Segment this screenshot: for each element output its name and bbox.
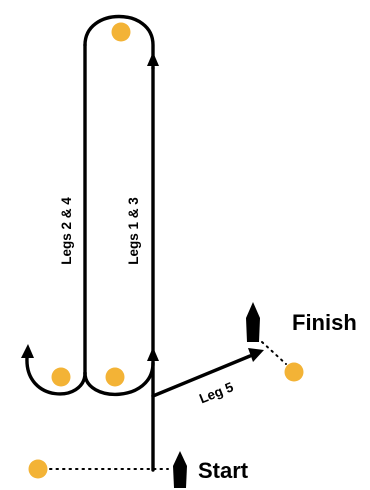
windward-mark-icon <box>111 22 131 42</box>
finish-line <box>261 341 287 365</box>
arrow-up-icon <box>147 347 159 361</box>
route-windward-rounding <box>83 14 155 70</box>
arrowheads <box>21 52 264 362</box>
route-left-gate-rounding <box>25 356 87 396</box>
route-right-gate-rounding <box>83 361 155 396</box>
finish-boat-icon <box>246 302 260 342</box>
start-boat-icon <box>173 451 187 488</box>
course-route <box>25 14 252 472</box>
leeward-gate-right-mark-icon <box>105 367 125 387</box>
start-label: Start <box>198 458 249 483</box>
leeward-gate-left-mark-icon <box>51 367 71 387</box>
arrow-up-icon <box>21 344 34 358</box>
route-leg-5 <box>151 354 252 398</box>
arrow-up-icon <box>147 52 159 66</box>
marks <box>28 22 304 479</box>
legs-2-4-label: Legs 2 & 4 <box>59 197 74 265</box>
start-pin-mark-icon <box>28 459 48 479</box>
arrow-right-icon <box>248 348 264 362</box>
leg-5-label: Leg 5 <box>197 379 236 406</box>
finish-label: Finish <box>292 310 357 335</box>
legs-1-3-label: Legs 1 & 3 <box>126 197 141 265</box>
finish-pin-mark-icon <box>284 362 304 382</box>
